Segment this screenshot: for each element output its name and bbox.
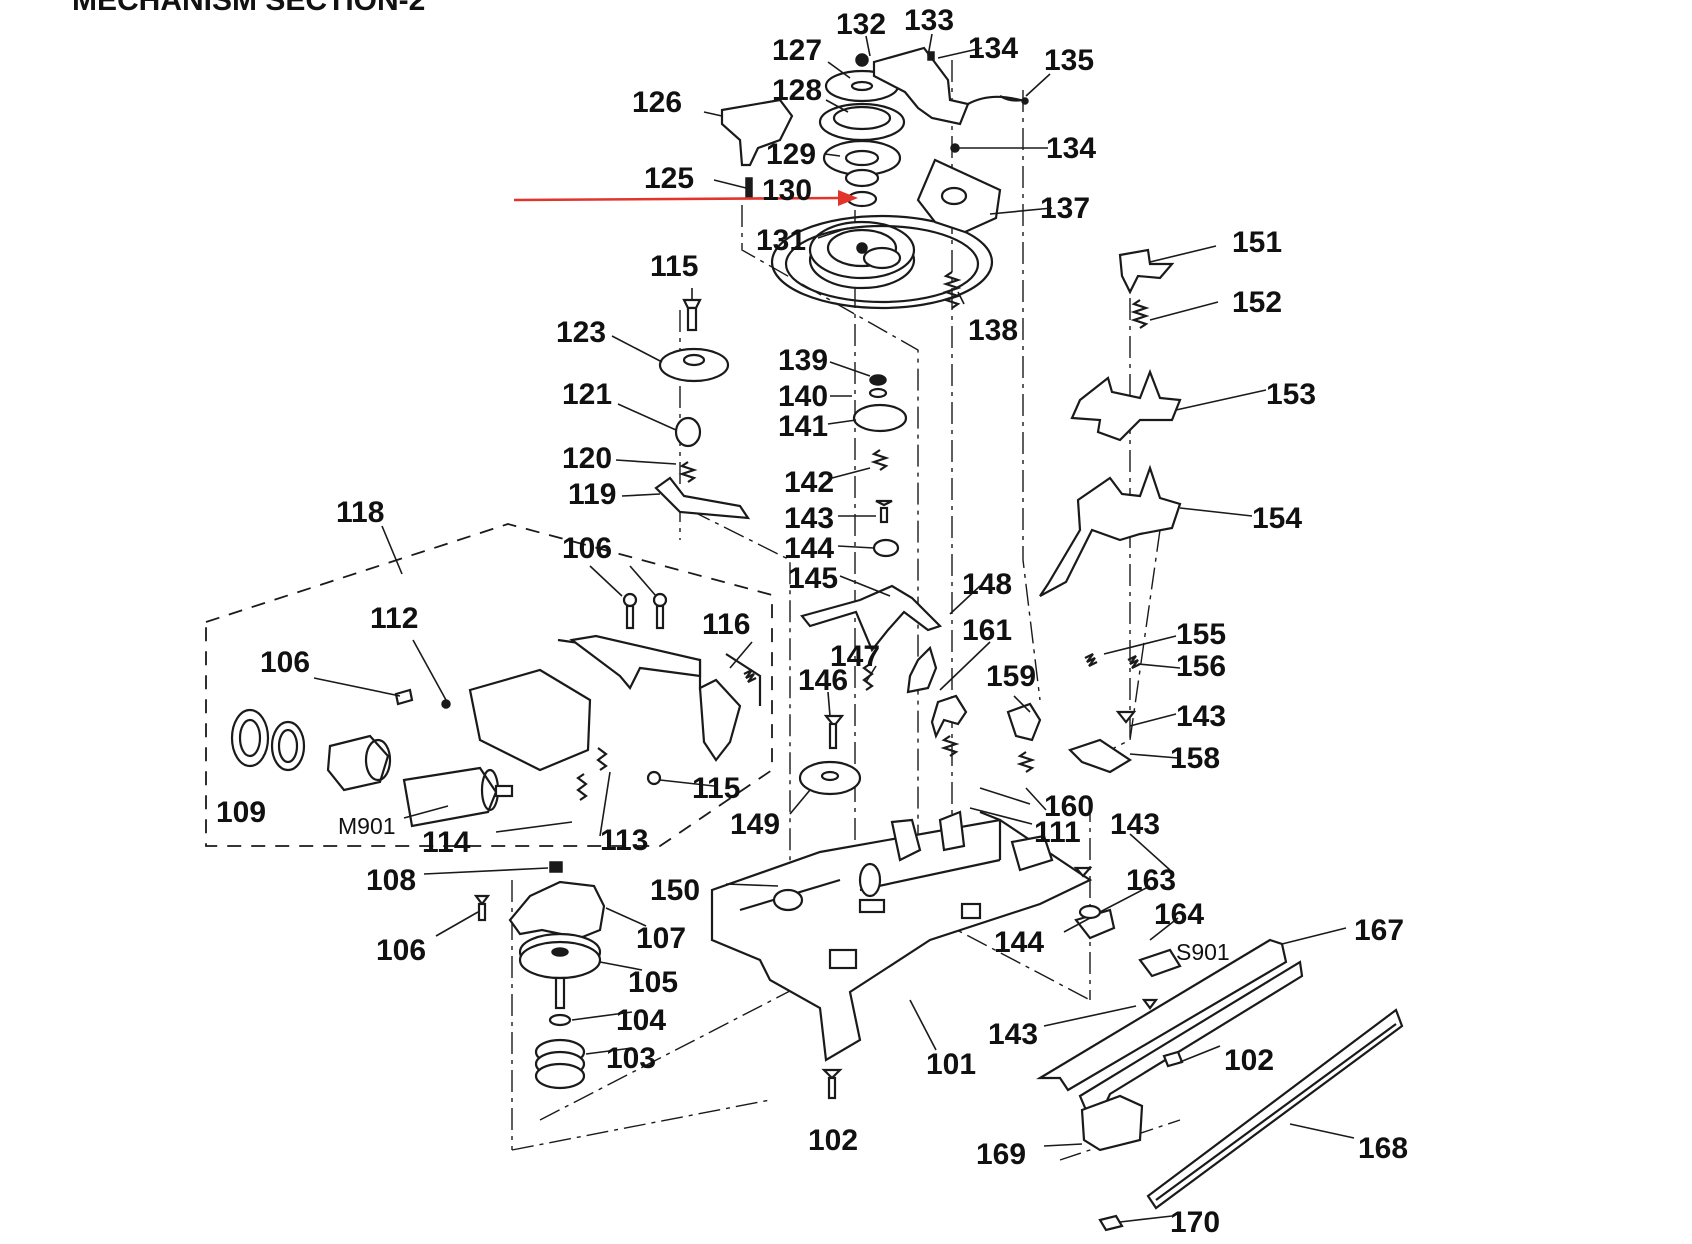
part-138-spring [942,271,962,309]
callout-154: 154 [1252,502,1302,535]
callout-126: 126 [632,86,682,119]
callout-m901: M901 [338,813,396,839]
callout-142: 142 [784,466,834,499]
callout-123: 123 [556,316,606,349]
callout-167: 167 [1354,914,1404,947]
callout-138: 138 [968,314,1018,347]
callout-146: 146 [798,664,848,697]
callout-102-b: 102 [1224,1044,1274,1077]
callout-109: 109 [216,796,266,829]
right-levers [1039,248,1182,597]
callout-153: 153 [1266,378,1316,411]
callout-149: 149 [730,808,780,841]
callout-115-b: 115 [692,772,740,805]
callout-139: 139 [778,344,828,377]
callout-102: 102 [808,1124,858,1157]
callout-114: 114 [422,826,471,859]
callout-140: 140 [778,380,828,413]
callout-163: 163 [1126,864,1176,897]
callout-134: 134 [968,32,1018,65]
callout-103: 103 [606,1042,656,1075]
part-133-lever [872,46,1029,234]
left-column-parts [654,298,751,520]
callout-127: 127 [772,34,822,67]
callout-125: 125 [644,162,694,195]
callout-168: 168 [1358,1132,1408,1165]
callout-108: 108 [366,864,416,897]
callout-111: 111 [1034,816,1081,849]
callout-169: 169 [976,1138,1026,1171]
callout-141: 141 [778,410,828,443]
callout-155: 155 [1176,618,1226,651]
callout-144-b: 144 [994,926,1044,959]
callout-106-c: 106 [376,934,426,967]
callout-115: 115 [650,250,698,283]
callout-118: 118 [336,496,384,529]
callout-134-b: 134 [1046,132,1096,165]
callout-151: 151 [1232,226,1282,259]
callout-119: 119 [568,478,616,511]
section-title: MECHANISM SECTION-2 [72,0,425,17]
callout-121: 121 [562,378,612,411]
callout-135: 135 [1044,44,1094,77]
motor-assembly [230,592,762,828]
callout-120: 120 [562,442,612,475]
callout-129: 129 [766,138,816,171]
callout-labels: 132 133 134 135 127 128 126 129 134 125 … [216,4,1408,1239]
middle-column-parts [800,374,943,653]
highlight-arrow [513,190,858,206]
callout-143-b: 143 [1176,700,1226,733]
callout-143-c: 143 [1110,808,1160,841]
callout-101: 101 [926,1048,976,1081]
callout-106: 106 [562,532,612,565]
callout-150: 150 [650,874,700,907]
callout-144: 144 [784,532,834,565]
callout-133: 133 [904,4,954,37]
callout-106-b: 106 [260,646,310,679]
callout-132: 132 [836,8,886,41]
subassembly-118-box [205,523,773,847]
callout-143-d: 143 [988,1018,1038,1051]
callout-104: 104 [616,1004,666,1037]
callout-158: 158 [1170,742,1220,775]
callout-116: 116 [702,608,750,641]
callout-128: 128 [772,74,822,107]
part-101-chassis [710,810,1093,1062]
callout-105: 105 [628,966,678,999]
callout-147: 147 [830,640,880,673]
callout-s901: S901 [1176,939,1230,965]
center-small-parts [798,645,1141,796]
bottom-right-parts [821,866,1404,1232]
callout-161: 161 [962,614,1012,647]
leader-lines [313,33,1355,1223]
callout-148: 148 [962,568,1012,601]
callout-159: 159 [986,660,1036,693]
callout-112: 112 [370,602,418,635]
callout-143: 143 [784,502,834,535]
callout-145: 145 [788,562,838,595]
callout-164: 164 [1154,898,1204,931]
callout-137: 137 [1040,192,1090,225]
callout-160: 160 [1044,790,1094,823]
callout-113: 113 [600,824,648,857]
callout-107: 107 [636,922,686,955]
callout-156: 156 [1176,650,1226,683]
callout-170: 170 [1170,1206,1220,1239]
callout-131: 131 [756,224,806,257]
flywheel-stack [473,861,606,1090]
callout-130: 130 [762,174,812,207]
callout-152: 152 [1232,286,1282,319]
